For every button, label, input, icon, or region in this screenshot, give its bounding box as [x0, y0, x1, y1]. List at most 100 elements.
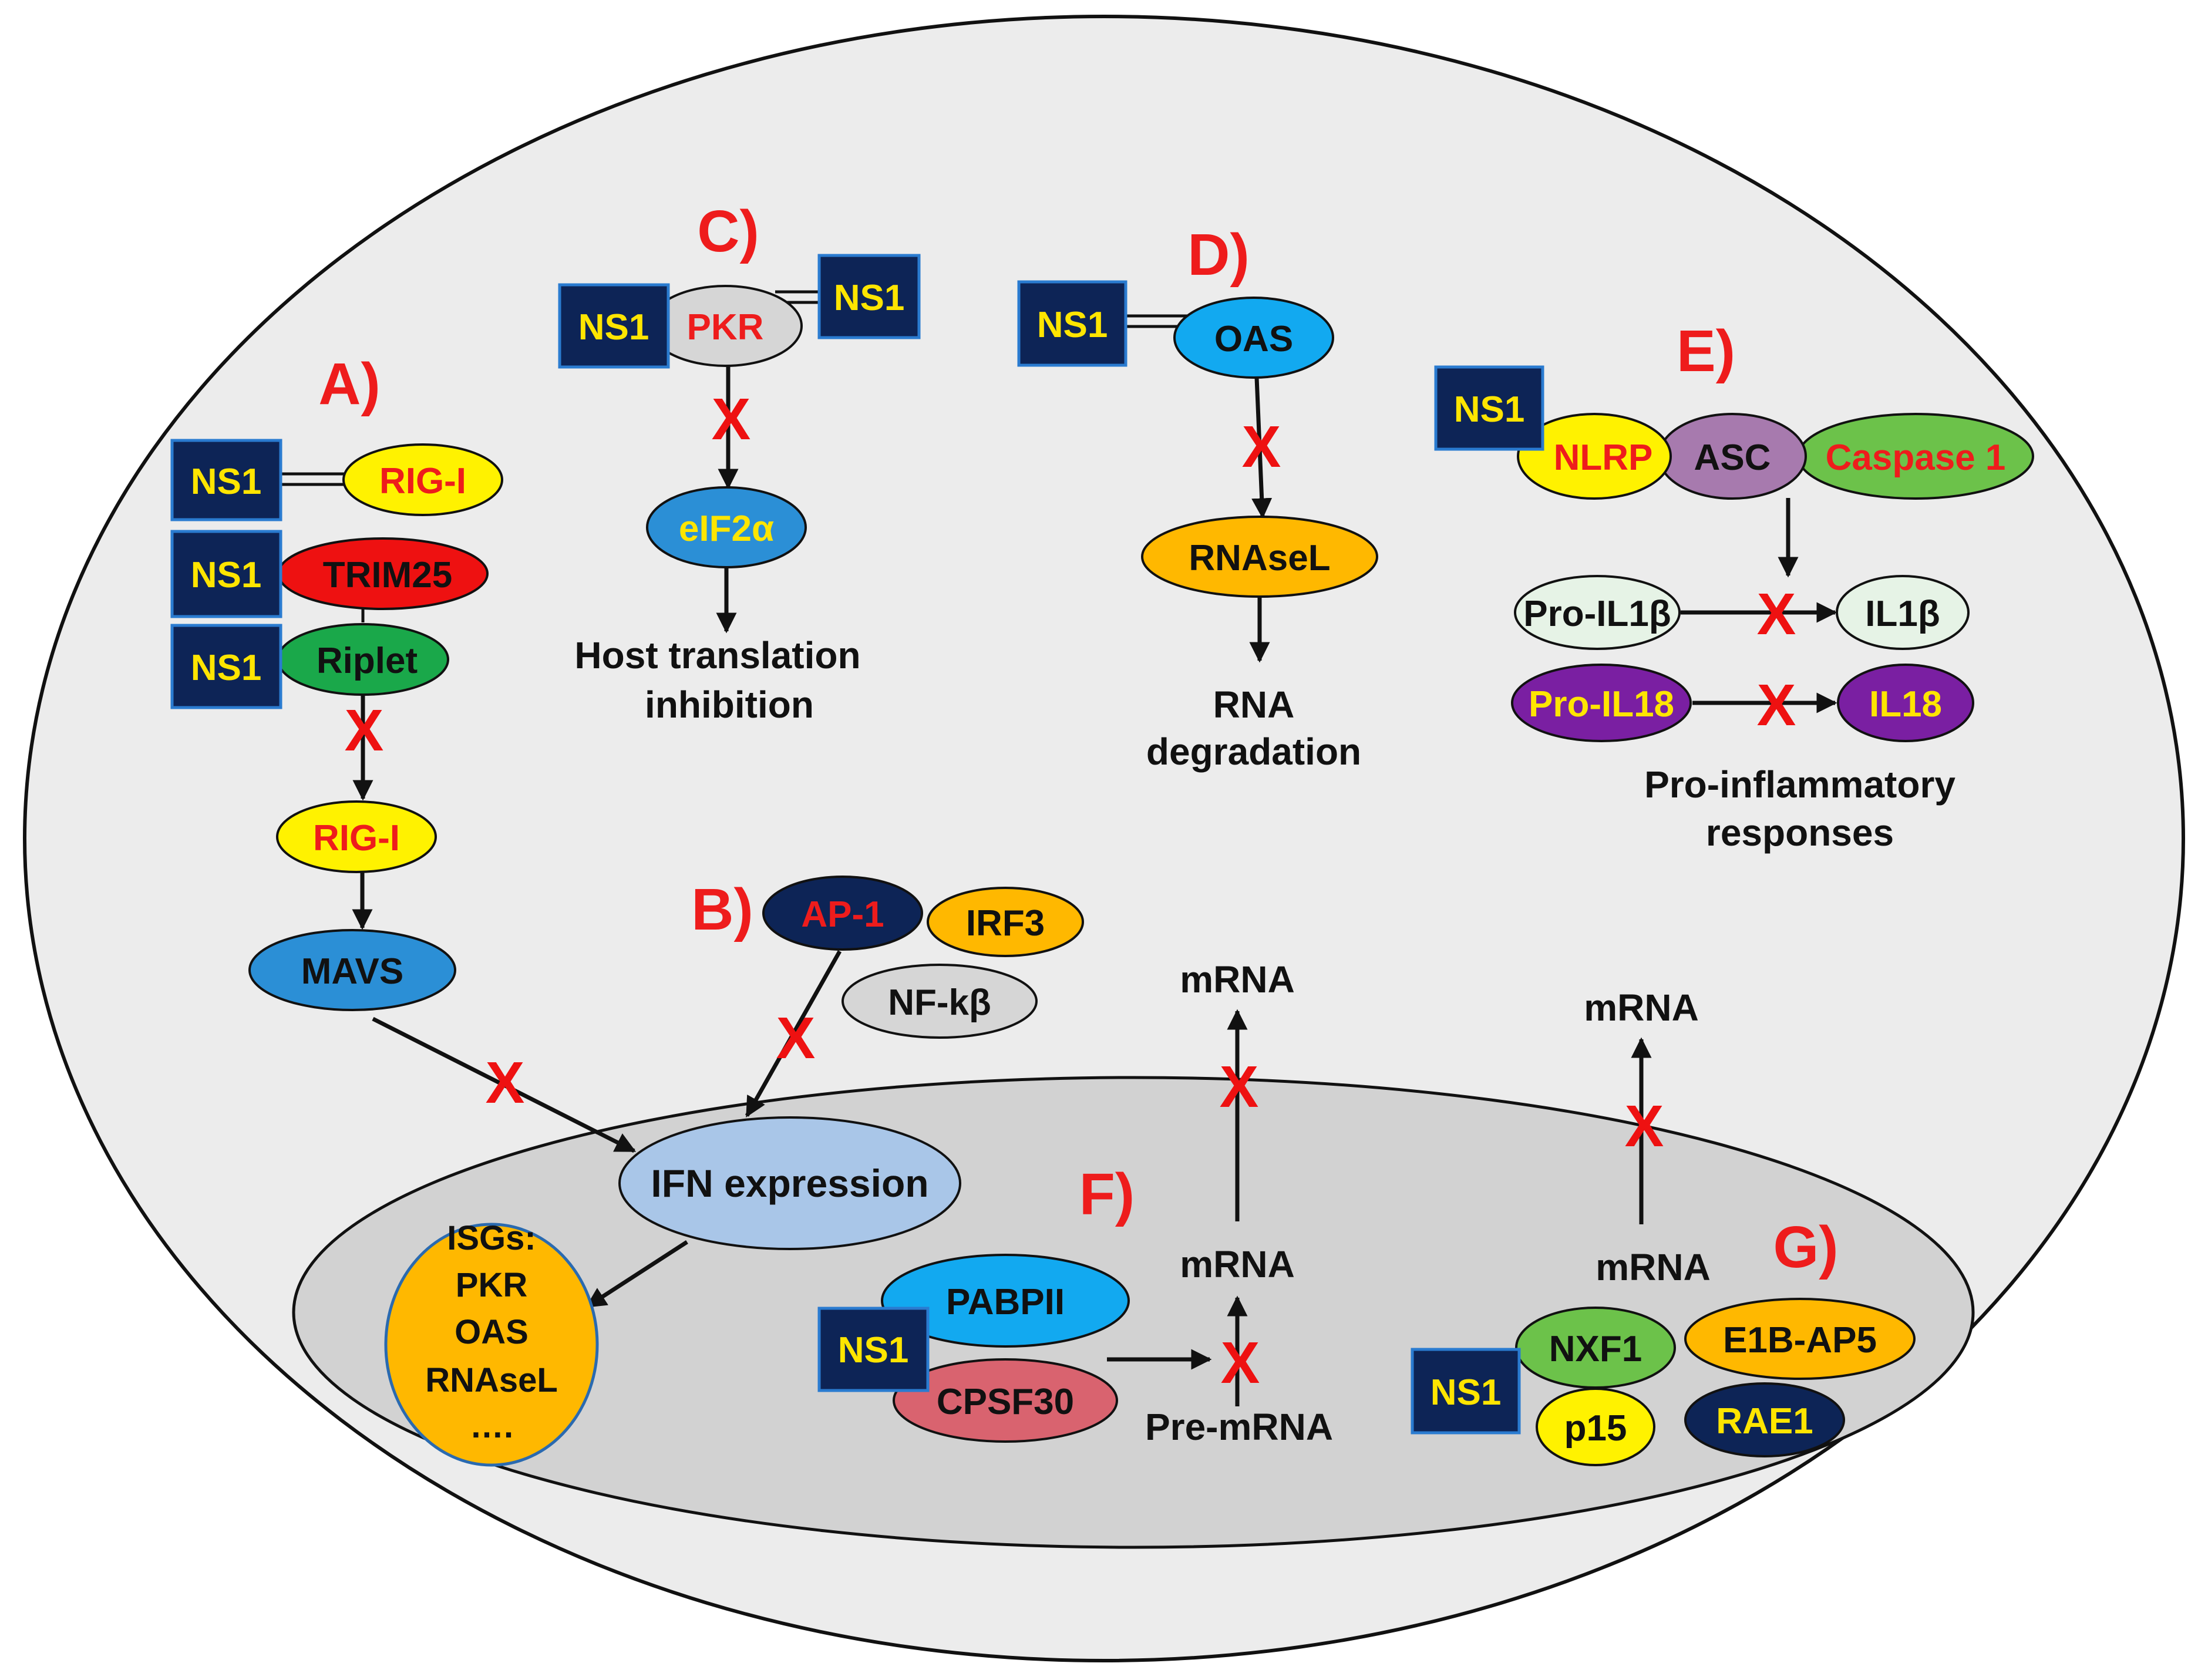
proinflammatory-label: Pro-inflammatory	[1644, 763, 1955, 806]
mrna-label: mRNA	[1180, 958, 1295, 1001]
ns1-box	[817, 1307, 930, 1392]
ifn-expression-label: IFN expression	[651, 1161, 928, 1205]
pro-il1b-node	[1514, 575, 1681, 650]
mrna-label: mRNA	[1584, 987, 1699, 1029]
riplet-label: Riplet	[317, 641, 418, 681]
block-mark: X	[776, 1005, 816, 1071]
mrna-label: mRNA	[1596, 1246, 1711, 1288]
mavs-node	[248, 929, 456, 1011]
il18-label: IL18	[1869, 684, 1942, 725]
caspase1-label: Caspase 1	[1826, 437, 2006, 478]
panel-label-e: E)	[1677, 318, 1735, 384]
block-mark: X	[1757, 581, 1796, 647]
panel-label-c: C)	[697, 198, 759, 264]
il1b-node	[1836, 575, 1970, 650]
ns1-label: NS1	[191, 648, 262, 688]
isgs-item: ….	[470, 1407, 513, 1445]
panel-label-d: D)	[1187, 222, 1250, 288]
trim25-label: TRIM25	[323, 555, 452, 595]
rig-i-label: RIG-I	[313, 818, 400, 858]
proinflammatory-label: responses	[1706, 812, 1894, 854]
ns1-box	[170, 624, 282, 709]
ns1-label: NS1	[578, 307, 649, 348]
rae1-node	[1684, 1382, 1845, 1457]
isgs-item: PKR	[456, 1266, 527, 1304]
panel-label-g: G)	[1773, 1214, 1838, 1280]
cpsf30-node	[893, 1358, 1118, 1443]
oas-node	[1173, 297, 1334, 379]
ns1-label: NS1	[834, 278, 905, 318]
eif2a-label: eIF2α	[679, 509, 774, 549]
ap1-label: AP-1	[801, 894, 884, 935]
ns1-label: NS1	[191, 555, 262, 595]
rig-i-label: RIG-I	[379, 461, 466, 501]
ns1-box	[1411, 1348, 1521, 1435]
e1b-ap5-node	[1684, 1298, 1916, 1380]
ifn-expression-node	[618, 1116, 961, 1250]
host-translation-label: Host translation	[574, 634, 860, 676]
pabpii-node	[881, 1254, 1130, 1348]
p15-label: p15	[1564, 1408, 1627, 1449]
isgs-label: ISGs:	[447, 1219, 536, 1257]
irf3-label: IRF3	[966, 903, 1045, 944]
nfkb-label: NF-kβ	[888, 982, 991, 1023]
ap1-node	[762, 876, 923, 951]
nxf1-label: NXF1	[1549, 1329, 1642, 1369]
ns1-box	[817, 254, 921, 339]
nlrp-label: NLRP	[1554, 437, 1653, 478]
mrna-label: mRNA	[1180, 1243, 1295, 1285]
p15-node	[1536, 1388, 1655, 1466]
arrow-ifn-to-isgs	[585, 1240, 688, 1308]
block-mark: X	[1757, 672, 1796, 738]
block-mark: X	[1625, 1093, 1664, 1159]
pabpii-label: PABPII	[946, 1282, 1065, 1322]
rnasel-label: RNAseL	[1189, 538, 1330, 578]
isgs-item: OAS	[455, 1313, 529, 1351]
ns1-box	[1017, 280, 1127, 367]
panel-label-a: A)	[318, 351, 381, 417]
rae1-label: RAE1	[1716, 1401, 1813, 1442]
pkr-label: PKR	[687, 307, 764, 348]
isgs-item: RNAseL	[425, 1361, 558, 1399]
panel-label-f: F)	[1079, 1161, 1135, 1227]
host-translation-label: inhibition	[645, 684, 814, 726]
oas-label: OAS	[1214, 319, 1293, 359]
rig-i-node	[342, 443, 503, 516]
nlrp-node	[1517, 413, 1672, 500]
block-mark: X	[1220, 1054, 1259, 1120]
arrow-mavs-to-ifn	[372, 1016, 637, 1153]
irf3-node	[927, 887, 1084, 957]
mavs-label: MAVS	[301, 951, 404, 992]
block-mark: X	[1242, 414, 1281, 480]
ns1-label: NS1	[1454, 389, 1525, 430]
ns1-box	[1434, 365, 1544, 451]
nfkb-node	[842, 964, 1038, 1039]
arrow-oas-to-rnasel	[1251, 377, 1273, 519]
ns1-box	[170, 439, 282, 521]
rna-degradation-label: RNA	[1213, 684, 1295, 726]
ns1-label: NS1	[838, 1330, 909, 1371]
il18-node	[1837, 664, 1974, 742]
pro-il1b-label: Pro-IL1β	[1523, 594, 1671, 634]
pro-il18-label: Pro-IL18	[1529, 684, 1674, 725]
arrow-factors-to-ifn	[745, 950, 842, 1118]
il1b-label: IL1β	[1865, 594, 1940, 634]
pre-mrna-label: Pre-mRNA	[1145, 1406, 1333, 1448]
rig-i-node	[276, 800, 437, 873]
e1b-ap5-label: E1B-AP5	[1723, 1320, 1877, 1361]
rna-degradation-label: degradation	[1146, 730, 1361, 773]
pro-il18-node	[1511, 664, 1692, 742]
isgs-node	[384, 1223, 599, 1467]
block-mark: X	[345, 698, 384, 763]
block-mark: X	[486, 1050, 525, 1116]
cpsf30-label: CPSF30	[937, 1382, 1074, 1422]
ns1-box	[558, 283, 670, 369]
ns1-box	[170, 530, 282, 618]
ns1-label: NS1	[1431, 1372, 1502, 1413]
asc-label: ASC	[1694, 437, 1771, 478]
block-mark: X	[712, 386, 751, 452]
ns1-label: NS1	[191, 462, 262, 502]
ns1-label: NS1	[1037, 305, 1108, 345]
